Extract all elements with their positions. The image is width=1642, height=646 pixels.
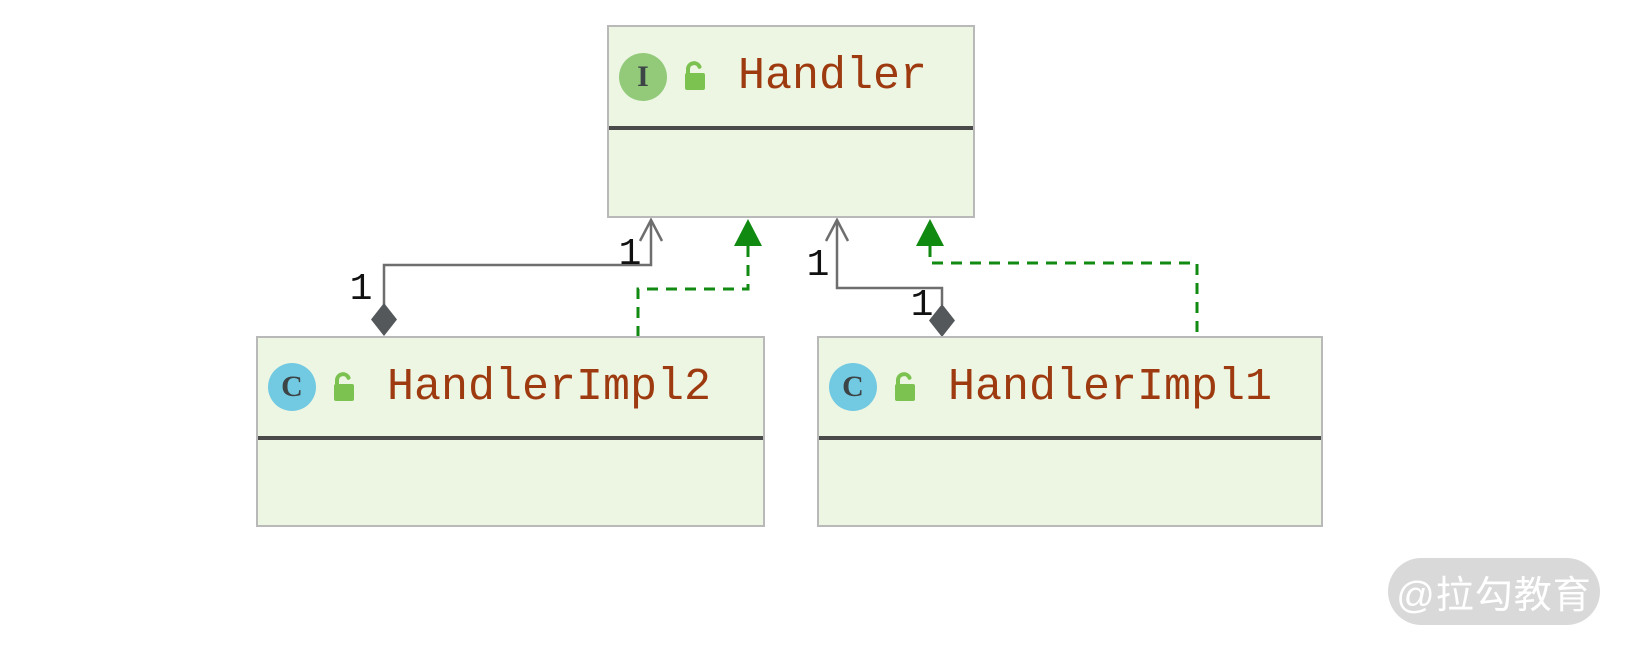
multiplicity-label: 1 — [349, 268, 373, 311]
title-separator — [258, 436, 763, 440]
realization-triangle-icon — [734, 219, 762, 246]
class-badge-icon: C — [268, 363, 316, 411]
class-badge-letter: C — [842, 370, 864, 403]
node-handlerimpl2-body — [258, 440, 763, 525]
public-lock-icon — [889, 371, 916, 404]
multiplicity-label: 1 — [910, 284, 934, 327]
node-handlerimpl1[interactable]: C HandlerImpl1 — [817, 336, 1323, 527]
watermark-text: @拉勾教育 — [1396, 575, 1592, 617]
interface-badge-icon: I — [619, 52, 667, 101]
class-badge-letter: C — [281, 370, 303, 403]
edge-realization-impl2-handler — [636, 219, 762, 336]
node-handlerimpl1-body — [819, 440, 1321, 525]
title-separator — [609, 126, 973, 130]
public-lock-icon — [328, 371, 355, 404]
node-handlerimpl1-name: HandlerImpl1 — [948, 361, 1273, 413]
node-handler-name: Handler — [738, 51, 928, 102]
inheritance-open-arrow-icon — [638, 217, 664, 242]
node-handler-body — [609, 130, 973, 216]
multiplicity-label: 1 — [806, 244, 830, 287]
inheritance-open-arrow-icon — [824, 217, 850, 242]
edge-realization-impl1-handler — [916, 219, 1199, 336]
node-handler-title: I Handler — [609, 27, 973, 126]
realization-triangle-icon — [916, 219, 944, 246]
title-separator — [819, 436, 1321, 440]
watermark-badge: @拉勾教育 — [1388, 558, 1600, 625]
aggregation-diamond-icon — [371, 303, 397, 336]
edge-aggregation-impl1-handler — [824, 217, 955, 337]
node-handlerimpl2[interactable]: C HandlerImpl2 — [256, 336, 765, 527]
class-badge-icon: C — [829, 363, 877, 411]
node-handlerimpl2-title: C HandlerImpl2 — [258, 338, 763, 436]
node-handlerimpl1-title: C HandlerImpl1 — [819, 338, 1321, 436]
interface-badge-letter: I — [637, 59, 649, 93]
multiplicity-label: 1 — [618, 233, 642, 276]
public-lock-icon — [679, 60, 706, 93]
node-handler[interactable]: I Handler — [607, 25, 975, 218]
node-handlerimpl2-name: HandlerImpl2 — [387, 361, 712, 413]
